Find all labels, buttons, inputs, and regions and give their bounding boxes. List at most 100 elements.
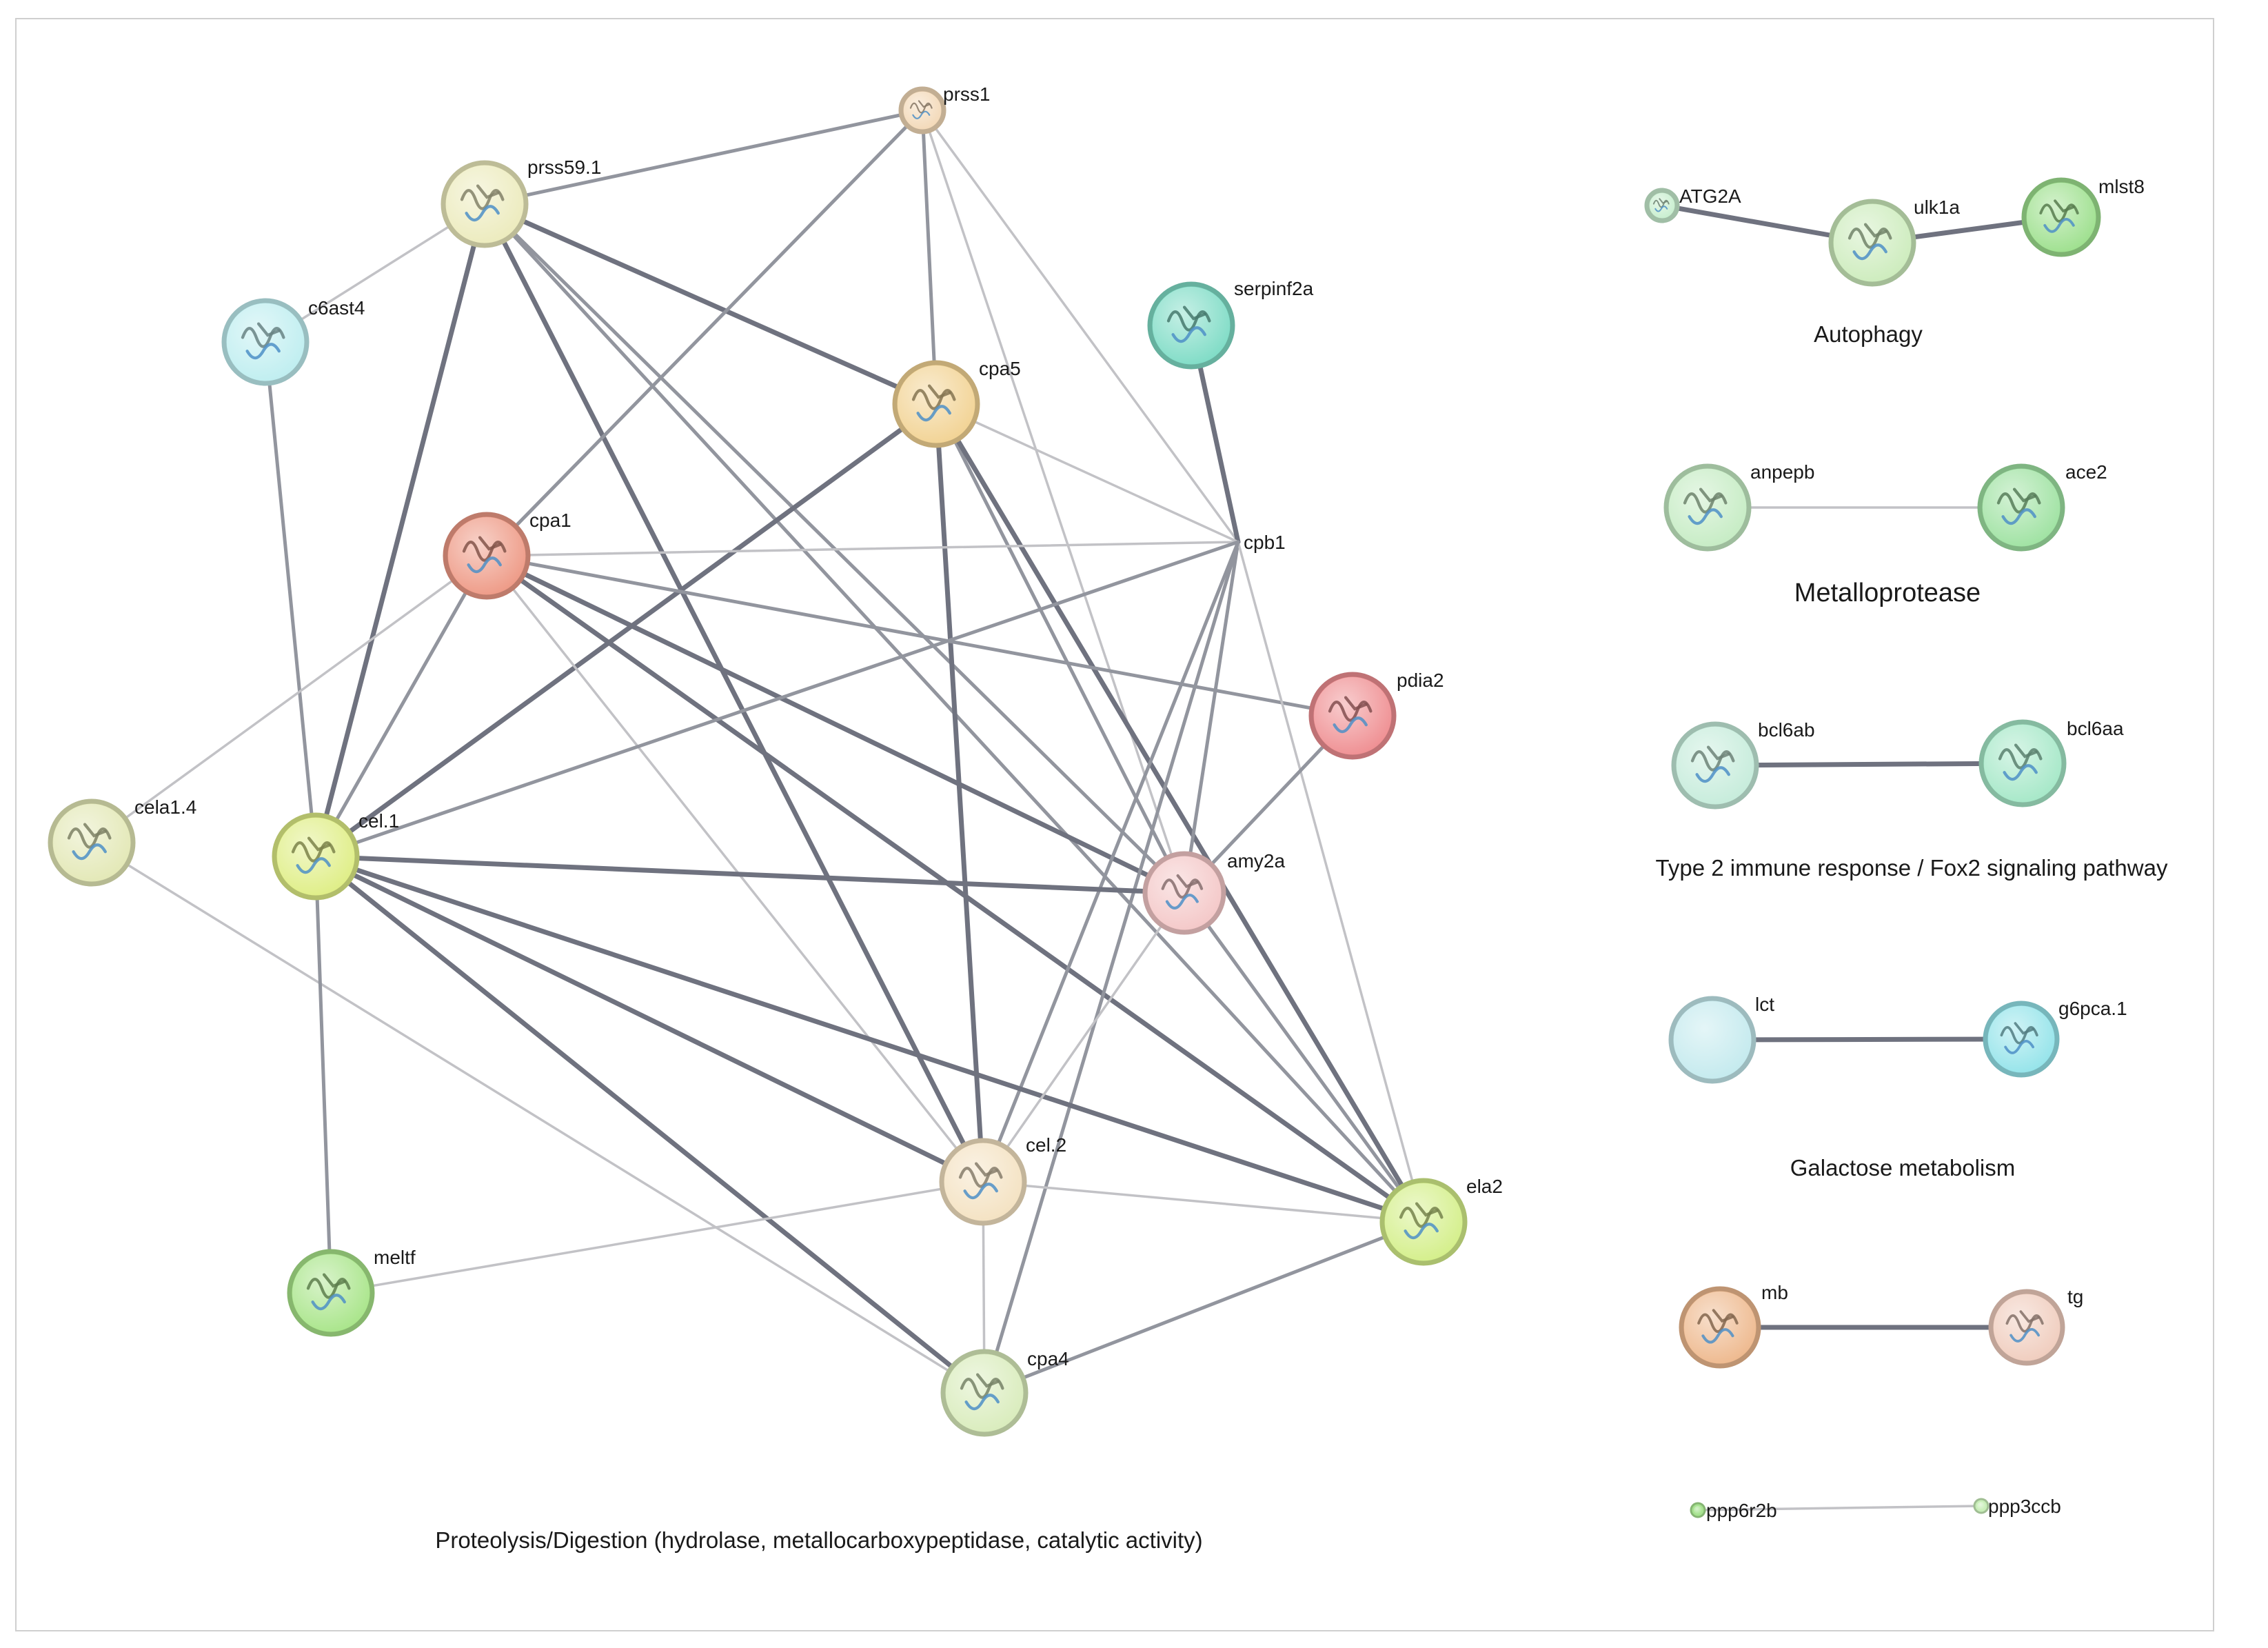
edge-prss1-cpa5 <box>920 108 938 406</box>
node-ppp6r2b[interactable] <box>1690 1502 1706 1518</box>
node-label-mlst8: mlst8 <box>2098 176 2145 197</box>
node-cel.2[interactable] <box>939 1138 1027 1226</box>
node-bcl6ab[interactable] <box>1671 721 1759 810</box>
protein-structure-icon <box>462 536 507 574</box>
protein-structure-icon <box>2000 1022 2038 1054</box>
node-label-cpa1: cpa1 <box>529 510 571 531</box>
protein-structure-icon <box>2039 199 2079 233</box>
cluster-caption-metalloprotease: Metalloprotease <box>1794 579 1981 607</box>
node-meltf[interactable] <box>287 1249 375 1337</box>
node-highlight <box>1684 1292 1756 1363</box>
edge-cpb1-amy2a <box>1182 540 1240 895</box>
node-label-cpb1: cpb1 <box>1244 532 1286 553</box>
edge-prss1-cpa1 <box>485 108 924 558</box>
node-highlight <box>446 165 523 243</box>
protein-structure-icon <box>1847 223 1892 261</box>
node-ela2[interactable] <box>1379 1178 1468 1266</box>
protein-structure-icon <box>1697 1309 1739 1344</box>
edge-prss59.1-cpa5 <box>482 201 939 407</box>
node-highlight <box>1148 856 1221 929</box>
edge-prss1-amy2a <box>921 109 1186 894</box>
node-highlight <box>1385 1183 1462 1260</box>
node-highlight <box>1984 725 2061 802</box>
node-highlight <box>1674 1001 1751 1078</box>
node-highlight <box>53 804 130 881</box>
node-label-cel.1: cel.1 <box>358 810 399 832</box>
protein-structure-icon <box>1998 743 2043 781</box>
edge-cpb1-cel.2 <box>981 540 1240 1184</box>
node-label-ace2: ace2 <box>2065 461 2107 483</box>
node-prss1[interactable] <box>898 86 946 134</box>
node-cpa1[interactable] <box>443 512 531 600</box>
node-mb[interactable] <box>1679 1286 1761 1369</box>
edge-prss59.1-cel.2 <box>482 201 986 1185</box>
edge-cpb1-ela2 <box>1237 541 1425 1223</box>
node-highlight <box>277 818 354 895</box>
edge-cel.2-meltf <box>330 1180 984 1294</box>
node-cpa4[interactable] <box>940 1349 1029 1437</box>
node-label-tg: tg <box>2067 1286 2083 1307</box>
edge-cpa5-cpb1 <box>935 403 1239 543</box>
node-label-prss1: prss1 <box>943 83 990 105</box>
edge-cpa5-ela2 <box>933 401 1426 1225</box>
protein-structure-icon <box>911 384 956 422</box>
edge-cpa5-cel.2 <box>933 401 986 1185</box>
node-mlst8[interactable] <box>2021 177 2101 257</box>
edge-cpa1-cpb1 <box>485 541 1239 557</box>
node-highlight <box>1977 1502 1985 1510</box>
node-cela1.4[interactable] <box>48 798 136 887</box>
edge-cpa1-cel.1 <box>314 554 489 858</box>
protein-structure-icon <box>1652 198 1670 212</box>
node-cpa5[interactable] <box>892 360 980 448</box>
node-highlight <box>1677 727 1754 804</box>
node-label-cpa5: cpa5 <box>979 358 1021 379</box>
node-label-ATG2A: ATG2A <box>1679 185 1741 207</box>
edge-amy2a-ela2 <box>1182 891 1426 1224</box>
node-prss59.1[interactable] <box>441 160 529 248</box>
node-highlight <box>292 1254 369 1332</box>
node-label-ppp3ccb: ppp3ccb <box>1988 1496 2061 1517</box>
node-label-amy2a: amy2a <box>1227 850 1285 872</box>
node-bcl6aa[interactable] <box>1978 719 2067 807</box>
edge-bcl6ab-bcl6aa <box>1712 761 2025 768</box>
edge-cpa1-cel.2 <box>485 554 984 1183</box>
node-anpepb[interactable] <box>1663 463 1752 552</box>
diagram-frame <box>15 18 2214 1631</box>
protein-structure-icon <box>1161 874 1204 910</box>
edge-ppp6r2b-ppp3ccb <box>1697 1505 1983 1511</box>
edge-cel.1-amy2a <box>313 854 1187 896</box>
node-amy2a[interactable] <box>1142 851 1226 935</box>
node-g6pca.1[interactable] <box>1983 1001 2060 1078</box>
node-label-anpepb: anpepb <box>1750 461 1814 483</box>
node-pdia2[interactable] <box>1308 672 1397 760</box>
protein-structure-icon <box>460 184 505 222</box>
edge-cel.1-meltf <box>314 854 333 1295</box>
node-tg[interactable] <box>1988 1289 2065 1366</box>
node-cel.1[interactable] <box>272 812 360 901</box>
edge-prss59.1-cel.1 <box>313 201 487 859</box>
node-ppp3ccb[interactable] <box>1973 1498 1989 1514</box>
labels-layer: prss1prss59.1c6ast4serpinf2acpa5cpa1cpb1… <box>134 83 2145 1521</box>
node-serpinf2a[interactable] <box>1147 281 1235 370</box>
node-ulk1a[interactable] <box>1828 199 1916 287</box>
node-c6ast4[interactable] <box>221 298 310 386</box>
node-label-cpa4: cpa4 <box>1027 1348 1069 1369</box>
edge-cpb1-cpa4 <box>982 540 1240 1395</box>
node-label-pdia2: pdia2 <box>1397 670 1444 691</box>
edge-cpa5-cel.1 <box>313 401 939 859</box>
protein-structure-icon <box>67 823 112 861</box>
node-label-ulk1a: ulk1a <box>1914 197 1960 218</box>
cluster-caption-galactose: Galactose metabolism <box>1790 1155 2015 1180</box>
node-lct[interactable] <box>1668 996 1756 1084</box>
protein-structure-icon <box>1166 305 1211 343</box>
node-ace2[interactable] <box>1977 463 2065 552</box>
edge-cpa1-cela1.4 <box>90 554 488 844</box>
protein-structure-icon <box>2005 1310 2044 1343</box>
edge-cpb1-cel.1 <box>314 540 1240 858</box>
node-ATG2A[interactable] <box>1644 188 1680 223</box>
node-label-bcl6ab: bcl6ab <box>1758 719 1815 741</box>
protein-structure-icon <box>1399 1202 1444 1240</box>
protein-structure-icon <box>306 1273 351 1311</box>
edge-cel.1-ela2 <box>313 854 1426 1225</box>
